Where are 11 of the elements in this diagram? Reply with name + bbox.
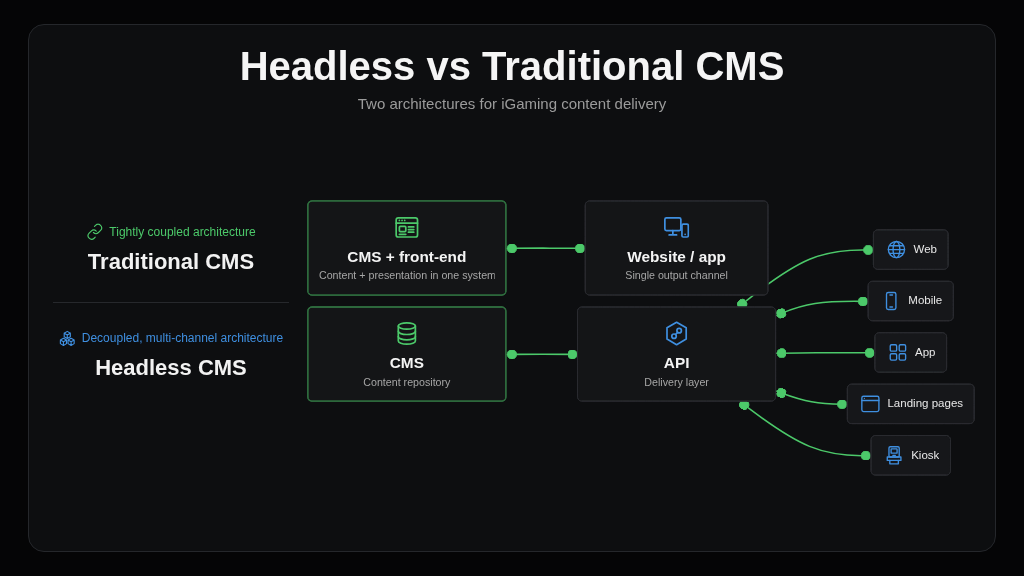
section-heading: Headless CMS	[95, 355, 247, 382]
connector	[505, 349, 579, 360]
section-tag: Tightly coupled architecture	[109, 225, 256, 240]
connector	[775, 387, 849, 410]
title: Headless vs Traditional CMS	[239, 43, 785, 89]
subtitle: Two architectures for iGaming content delivery	[357, 95, 667, 113]
section-tag: Decoupled, multi-channel architecture	[81, 331, 284, 346]
connector	[738, 399, 873, 461]
section-heading: Traditional CMS	[87, 249, 255, 276]
connector	[505, 243, 587, 254]
connector	[775, 296, 870, 319]
